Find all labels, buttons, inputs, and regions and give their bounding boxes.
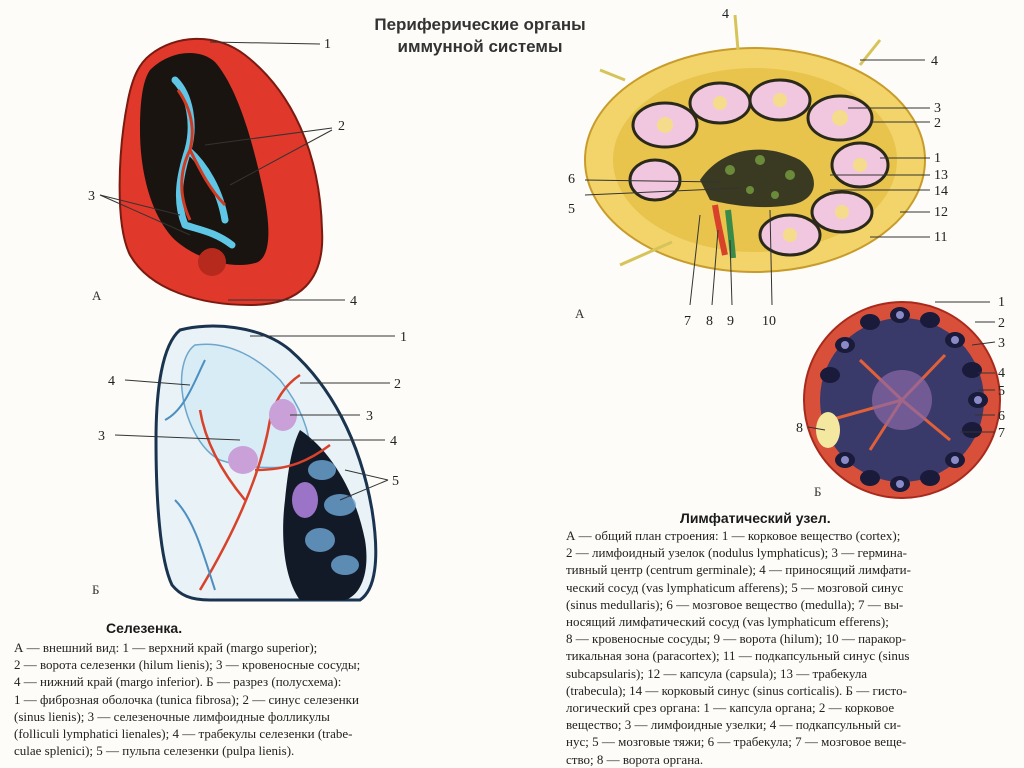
lymph-node-histology: [803, 301, 1001, 499]
node-a-label-8: 8: [706, 314, 713, 329]
lymph-node-general-plan: [584, 14, 930, 306]
node-a-label-10: 10: [762, 314, 776, 329]
lymph-node-caption-line: (sinus medullaris); 6 — мозговое веществ…: [566, 596, 904, 612]
node-b-label-2: 2: [998, 316, 1005, 331]
spleen-caption-line: 4 — нижний край (margo inferior). Б — ра…: [14, 674, 342, 690]
spleen-caption-line: (folliculi lymphatici lienales); 4 — тра…: [14, 726, 353, 742]
node-panel-b: Б: [814, 484, 821, 499]
spleen-b-label-3-left: 3: [98, 429, 105, 444]
lymph-node-caption-line: вещество; 3 — лимфоидные узелки; 4 — под…: [566, 717, 901, 733]
node-b-label-6: 6: [998, 409, 1005, 424]
node-a-label-13: 13: [934, 168, 948, 183]
lymph-node-caption-line: ство; 8 — ворота органа.: [566, 751, 704, 767]
spleen-caption-line: culae splenici); 5 — пульпа селезенки (p…: [14, 743, 295, 759]
spleen-caption-title: Селезенка.: [106, 620, 183, 636]
node-a-label-12: 12: [934, 205, 948, 220]
lymph-node-caption-title: Лимфатический узел.: [680, 510, 831, 526]
node-b-label-7: 7: [998, 426, 1005, 441]
lymph-node-caption-line: нус; 5 — мозговые тяжи; 6 — трабекула; 7…: [566, 734, 907, 750]
spleen-b-label-3-right: 3: [366, 409, 373, 424]
node-b-label-3: 3: [998, 336, 1005, 351]
spleen-b-label-4-right: 4: [390, 434, 397, 449]
lymph-node-caption-line: тикальная зона (paracortex); 11 — подкап…: [566, 648, 910, 664]
node-b-label-1: 1: [998, 295, 1005, 310]
lymph-node-caption-line: subcapsularis); 12 — капсула (capsula); …: [566, 665, 868, 681]
spleen-panel-b: Б: [92, 582, 99, 597]
node-a-label-14: 14: [934, 184, 948, 199]
lymph-node-caption: А — общий план строения: 1 — корковое ве…: [566, 527, 1018, 768]
spleen-b-label-4-left: 4: [108, 374, 115, 389]
lymph-node-caption-line: носящий лимфатический сосуд (vas lymphat…: [566, 614, 889, 630]
spleen-b-label-2: 2: [394, 377, 401, 392]
spleen-caption-line: 2 — ворота селезенки (hilum lienis); 3 —…: [14, 657, 361, 673]
spleen-a-label-2: 2: [338, 119, 345, 134]
lymph-node-caption-line: 8 — кровеносные сосуды; 9 — ворота (hilu…: [566, 631, 907, 647]
spleen-caption-line: 1 — фиброзная оболочка (tunica fibrosa);…: [14, 691, 359, 707]
node-a-label-9: 9: [727, 314, 734, 329]
title-line-1: Периферические органы: [374, 15, 586, 34]
page-title: Периферические органы иммунной системы: [330, 14, 630, 58]
spleen-external-view: [99, 37, 345, 307]
node-a-label-3: 3: [934, 101, 941, 116]
lymph-node-caption-line: ческий сосуд (vas lymphaticum afferens);…: [566, 579, 904, 595]
node-panel-a: А: [575, 306, 585, 321]
spleen-panel-a: А: [92, 288, 102, 303]
node-a-label-2: 2: [934, 116, 941, 131]
node-a-label-7: 7: [684, 314, 691, 329]
node-a-label-6: 6: [568, 172, 575, 187]
lymph-node-caption-line: логический срез органа: 1 — капсула орга…: [566, 700, 895, 716]
spleen-caption-line: (sinus lienis); 3 — селезеночные лимфоид…: [14, 708, 330, 724]
spleen-caption: А — внешний вид: 1 — верхний край (margo…: [14, 639, 469, 759]
node-a-label-1: 1: [934, 151, 941, 166]
node-a-label-11: 11: [934, 230, 947, 245]
node-b-label-5: 5: [998, 384, 1005, 399]
node-b-label-8: 8: [796, 421, 803, 436]
lymph-node-caption-line: (trabecula); 14 — корковый синус (sinus …: [566, 682, 907, 698]
lymph-node-caption-line: 2 — лимфоидный узелок (nodulus lymphatic…: [566, 545, 907, 561]
node-a-label-4-top: 4: [722, 7, 729, 22]
spleen-b-label-5: 5: [392, 474, 399, 489]
spleen-a-label-1: 1: [324, 37, 331, 52]
node-a-label-5: 5: [568, 202, 575, 217]
spleen-a-label-4: 4: [350, 294, 357, 309]
lymph-node-caption-line: тивный центр (centrum germinale); 4 — пр…: [566, 562, 911, 578]
title-line-2: иммунной системы: [397, 37, 563, 56]
spleen-caption-line: А — внешний вид: 1 — верхний край (margo…: [14, 640, 318, 655]
node-a-label-4-right: 4: [931, 54, 938, 69]
spleen-b-label-1: 1: [400, 330, 407, 345]
node-b-label-4: 4: [998, 366, 1005, 381]
spleen-a-label-3: 3: [88, 189, 95, 204]
lymph-node-caption-line: А — общий план строения: 1 — корковое ве…: [566, 528, 901, 543]
spleen-section-view: [114, 324, 395, 602]
